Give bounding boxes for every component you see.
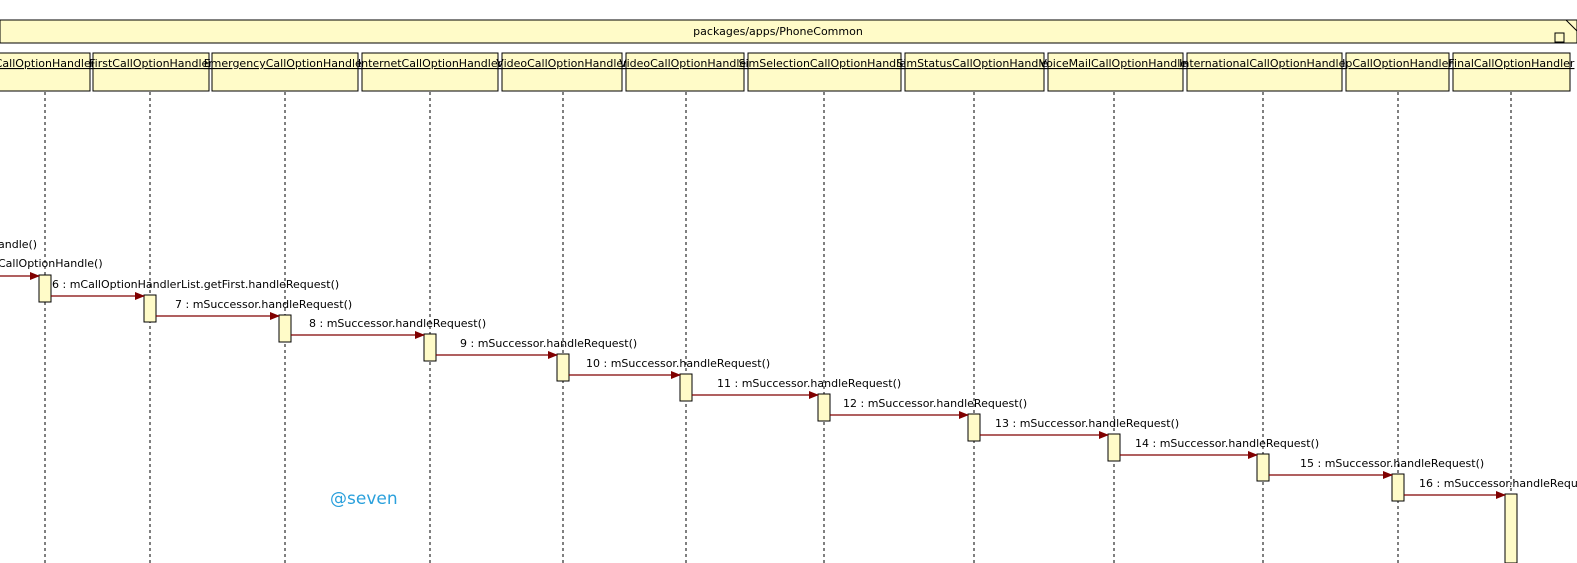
- activation-bar: [1391, 473, 1405, 502]
- activation-bar: [1256, 453, 1270, 482]
- message-label: 13 : mSuccessor.handleRequest(): [995, 417, 1179, 430]
- message-label: 11 : mSuccessor.handleRequest(): [717, 377, 901, 390]
- lifeline-name: IpCallOptionHandler: [1342, 57, 1453, 70]
- lifeline-name: VideoCallOptionHandler: [619, 57, 751, 70]
- lifeline-box: [0, 52, 91, 92]
- activation-bar: [38, 274, 52, 303]
- activation-bar: [556, 353, 570, 382]
- package-corner-mark: [1554, 32, 1565, 43]
- lifeline: CallOptionHandler: [0, 52, 96, 563]
- lifeline-name: EmergencyCallOptionHandler: [204, 57, 367, 70]
- message-label: 7 : mSuccessor.handleRequest(): [175, 298, 352, 311]
- message-arrow: 10 : mSuccessor.handleRequest(): [569, 357, 770, 379]
- partial-message-label: andle(): [0, 238, 37, 251]
- lifeline: VideoCallOptionHandler: [619, 52, 751, 563]
- lifeline: InternetCallOptionHandler: [358, 52, 503, 563]
- lifeline-box: [904, 52, 1045, 92]
- message-arrow: 9 : mSuccessor.handleRequest(): [436, 337, 637, 359]
- activation-bar: [143, 294, 157, 323]
- activation-bar: [679, 373, 693, 402]
- message-label: 14 : mSuccessor.handleRequest(): [1135, 437, 1319, 450]
- message-arrow: 15 : mSuccessor.handleRequest(): [1269, 457, 1484, 479]
- message-arrow: 8 : mSuccessor.handleRequest(): [291, 317, 486, 339]
- message-label: 10 : mSuccessor.handleRequest(): [586, 357, 770, 370]
- lifeline-name: FirstCallOptionHandler: [89, 57, 213, 70]
- lifeline-name: SimStatusCallOptionHandler: [896, 57, 1053, 70]
- package-frame: packages/apps/PhoneCommon: [0, 19, 1577, 44]
- message-label: 16 : mSuccessor.handleRequest(): [1419, 477, 1577, 490]
- activation-bar: [817, 393, 831, 422]
- lifeline-box: [625, 52, 745, 92]
- watermark-text: @seven: [330, 489, 398, 509]
- lifeline: VoiceMailCallOptionHandler: [1039, 52, 1192, 563]
- lifeline-name: CallOptionHandler: [0, 57, 96, 70]
- lifeline: FirstCallOptionHandler: [89, 52, 213, 563]
- lifeline: SimStatusCallOptionHandler: [896, 52, 1053, 563]
- message-arrow: 16 : mSuccessor.handleRequest(): [1404, 477, 1577, 499]
- message-arrow: 11 : mSuccessor.handleRequest(): [692, 377, 901, 399]
- lifeline-box: [1186, 52, 1343, 92]
- message-label: 6 : mCallOptionHandlerList.getFirst.hand…: [52, 278, 339, 291]
- message-arrow: 13 : mSuccessor.handleRequest(): [980, 417, 1179, 439]
- message-arrow: 12 : mSuccessor.handleRequest(): [830, 397, 1027, 419]
- lifeline-name: SimSelectionCallOptionHandler: [738, 57, 910, 70]
- lifeline: InternationalCallOptionHandler: [1179, 52, 1350, 563]
- message-arrow: 7 : mSuccessor.handleRequest(): [156, 298, 352, 320]
- lifeline-box: [361, 52, 499, 92]
- lifeline-box: [211, 52, 359, 92]
- message-arrow: 14 : mSuccessor.handleRequest(): [1120, 437, 1319, 459]
- lifeline-box: [1452, 52, 1571, 92]
- lifeline-name: FinalCallOptionHandler: [1449, 57, 1575, 70]
- activation-bar: [1504, 493, 1518, 563]
- lifeline: SimSelectionCallOptionHandler: [738, 52, 911, 563]
- activation-bar: [967, 413, 981, 442]
- lifeline-name: InternetCallOptionHandler: [358, 57, 503, 70]
- lifeline-name: InternationalCallOptionHandler: [1179, 57, 1350, 70]
- lifeline-box: [92, 52, 210, 92]
- package-title: packages/apps/PhoneCommon: [693, 25, 863, 38]
- lifeline-box: [1047, 52, 1184, 92]
- activation-bar: [278, 314, 292, 343]
- lifeline: FinalCallOptionHandler: [1449, 52, 1575, 563]
- message-arrow: 6 : mCallOptionHandlerList.getFirst.hand…: [51, 278, 339, 300]
- lifeline-box: [747, 52, 902, 92]
- lifeline-name: VoiceMailCallOptionHandler: [1039, 57, 1192, 70]
- message-label: 8 : mSuccessor.handleRequest(): [309, 317, 486, 330]
- activation-bar: [1107, 433, 1121, 462]
- message-label: 9 : mSuccessor.handleRequest(): [460, 337, 637, 350]
- activation-bar: [423, 333, 437, 362]
- lifeline-box: [501, 52, 623, 92]
- lifeline: EmergencyCallOptionHandler: [204, 52, 367, 563]
- message-label: 15 : mSuccessor.handleRequest(): [1300, 457, 1484, 470]
- lifeline-box: [1345, 52, 1450, 92]
- lifeline-name: VideoCallOptionHandler: [496, 57, 628, 70]
- lifeline: VideoCallOptionHandler: [496, 52, 628, 563]
- message-label: 12 : mSuccessor.handleRequest(): [843, 397, 1027, 410]
- partial-message-label: CallOptionHandle(): [0, 257, 103, 270]
